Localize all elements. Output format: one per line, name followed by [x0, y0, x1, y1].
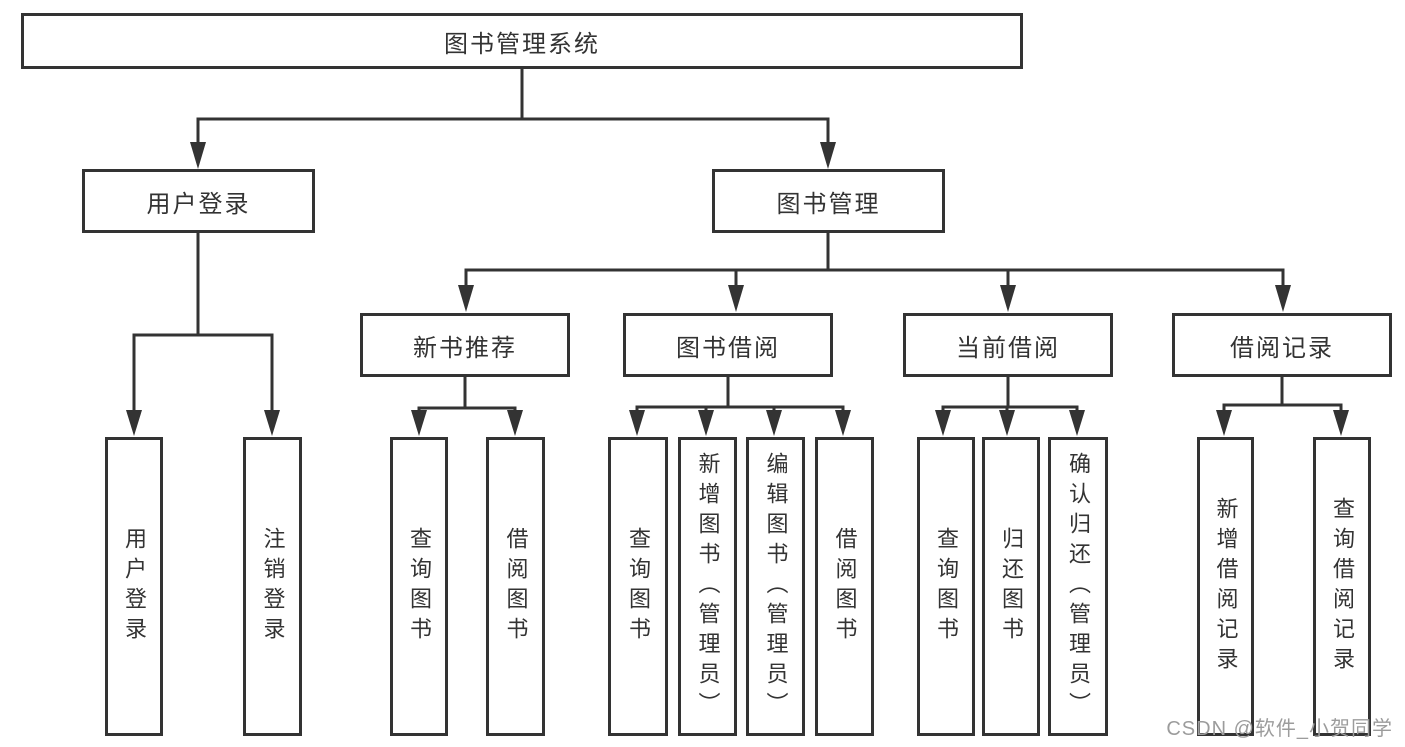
leaf-add-book-admin: 新增图书（管理员）	[678, 437, 737, 736]
node-label: 查询图书	[626, 526, 651, 647]
node-label: 新书推荐	[413, 334, 517, 362]
node-label: 用户登录	[146, 190, 251, 218]
node-label: 查询图书	[934, 526, 959, 647]
leaf-borrow-books-2: 借阅图书	[815, 437, 874, 736]
leaf-query-books-2: 查询图书	[608, 437, 668, 736]
node-current-borrowing: 当前借阅	[903, 313, 1113, 377]
leaf-query-borrow-record: 查询借阅记录	[1313, 437, 1371, 736]
node-label: 编辑图书（管理员）	[763, 451, 789, 722]
node-label: 借阅图书	[503, 526, 529, 647]
edge-bookmgmt-to-level3	[458, 233, 1291, 312]
node-root-library-system: 图书管理系统	[21, 13, 1023, 69]
node-label: 图书借阅	[676, 334, 780, 362]
node-label: 图书管理系统	[444, 30, 600, 58]
node-label: 新增借阅记录	[1213, 496, 1239, 677]
leaf-user-login: 用户登录	[105, 437, 163, 736]
edge-newbookrec-to-leaves	[411, 377, 523, 436]
node-label: 用户登录	[122, 526, 147, 647]
leaf-add-borrow-record: 新增借阅记录	[1197, 437, 1254, 736]
node-label: 借阅记录	[1230, 334, 1334, 362]
node-label: 确认归还（管理员）	[1066, 451, 1091, 722]
leaf-edit-book-admin: 编辑图书（管理员）	[746, 437, 805, 736]
node-label: 查询借阅记录	[1330, 496, 1355, 677]
leaf-borrow-books-1: 借阅图书	[486, 437, 545, 736]
node-label: 注销登录	[260, 526, 286, 647]
edge-userlogin-to-leaves	[126, 233, 280, 436]
node-label: 新增图书（管理员）	[695, 451, 721, 722]
edge-root-to-level2	[190, 69, 836, 169]
csdn-watermark: CSDN @软件_小贺同学	[1166, 718, 1393, 740]
node-label: 归还图书	[999, 526, 1024, 647]
edge-bookborrow-to-leaves	[629, 377, 851, 436]
node-label: 图书管理	[776, 190, 881, 218]
node-label: 当前借阅	[956, 334, 1060, 362]
leaf-logout: 注销登录	[243, 437, 302, 736]
leaf-return-book: 归还图书	[982, 437, 1040, 736]
node-user-login: 用户登录	[82, 169, 315, 233]
node-label: 查询图书	[407, 526, 432, 647]
node-new-book-recommendation: 新书推荐	[360, 313, 570, 377]
node-borrowing-records: 借阅记录	[1172, 313, 1392, 377]
node-label: 借阅图书	[832, 526, 858, 647]
leaf-query-books-3: 查询图书	[917, 437, 975, 736]
edge-borrowrecords-to-leaves	[1216, 377, 1349, 436]
node-book-borrowing: 图书借阅	[623, 313, 833, 377]
node-book-management: 图书管理	[712, 169, 945, 233]
leaf-query-books-1: 查询图书	[390, 437, 448, 736]
leaf-confirm-return-admin: 确认归还（管理员）	[1048, 437, 1108, 736]
edge-currentborrow-to-leaves	[935, 377, 1085, 436]
